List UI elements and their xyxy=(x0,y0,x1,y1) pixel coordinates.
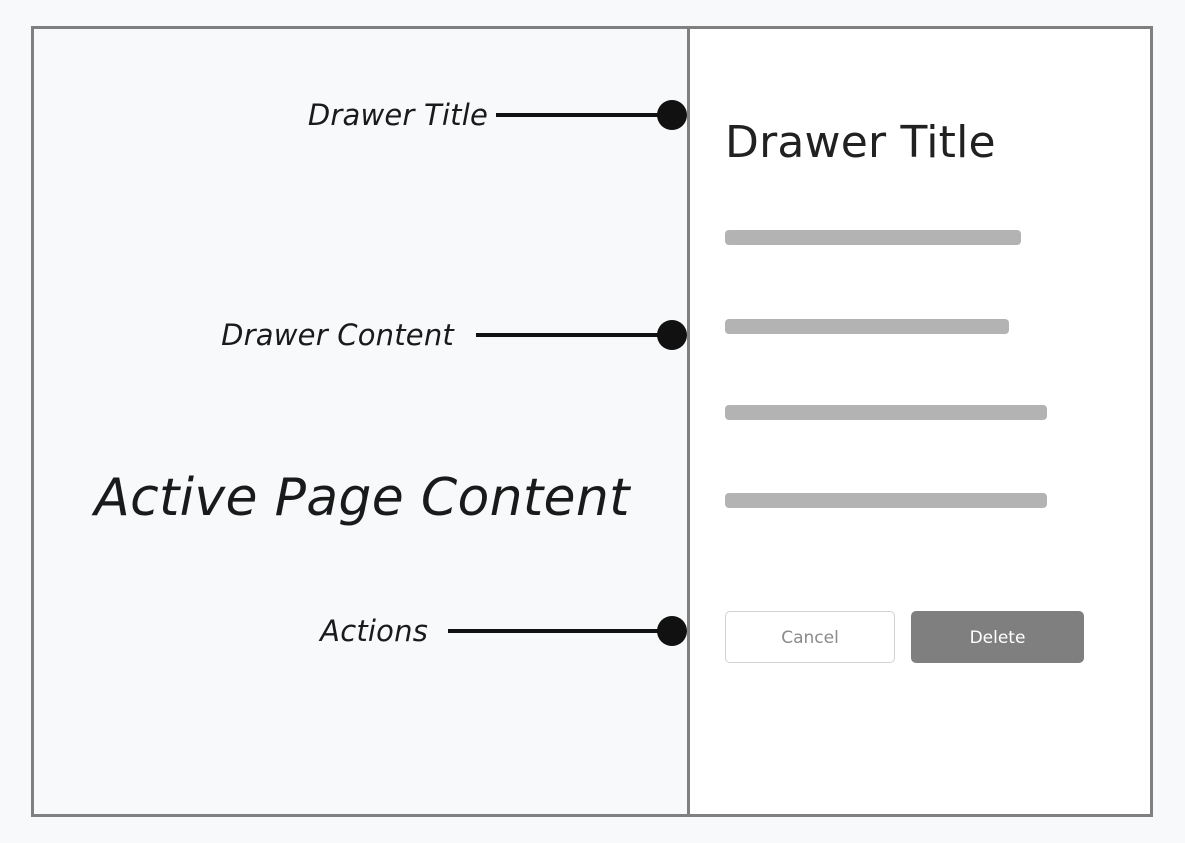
drawer-panel: Drawer Title Cancel Delete xyxy=(690,29,1150,814)
leader-dot-icon xyxy=(657,616,687,646)
drawer-content-placeholder-bar xyxy=(725,319,1009,334)
delete-button[interactable]: Delete xyxy=(911,611,1084,663)
drawer-content-placeholder-bar xyxy=(725,405,1047,420)
leader-dot-icon xyxy=(657,100,687,130)
annotation-drawer-content: Drawer Content xyxy=(221,318,687,352)
active-page-content-heading: Active Page Content xyxy=(94,468,630,528)
leader-dot-icon xyxy=(657,320,687,350)
annotation-label: Drawer Content xyxy=(221,318,454,352)
drawer-content-placeholder-bar xyxy=(725,230,1021,245)
drawer-content-placeholder-bar xyxy=(725,493,1047,508)
cancel-button[interactable]: Cancel xyxy=(725,611,895,663)
annotation-drawer-title: Drawer Title xyxy=(305,98,687,132)
leader-line xyxy=(476,333,658,337)
annotation-actions: Actions xyxy=(320,614,687,648)
annotation-label: Drawer Title xyxy=(307,98,488,132)
active-page-panel: Active Page Content xyxy=(34,29,690,814)
annotation-label: Actions xyxy=(320,614,428,648)
leader-line xyxy=(448,629,658,633)
drawer-title: Drawer Title xyxy=(725,117,996,168)
leader-line xyxy=(496,113,658,117)
viewport-frame: Active Page Content Drawer Title Cancel … xyxy=(31,26,1153,817)
drawer-actions-row: Cancel Delete xyxy=(725,611,1084,663)
